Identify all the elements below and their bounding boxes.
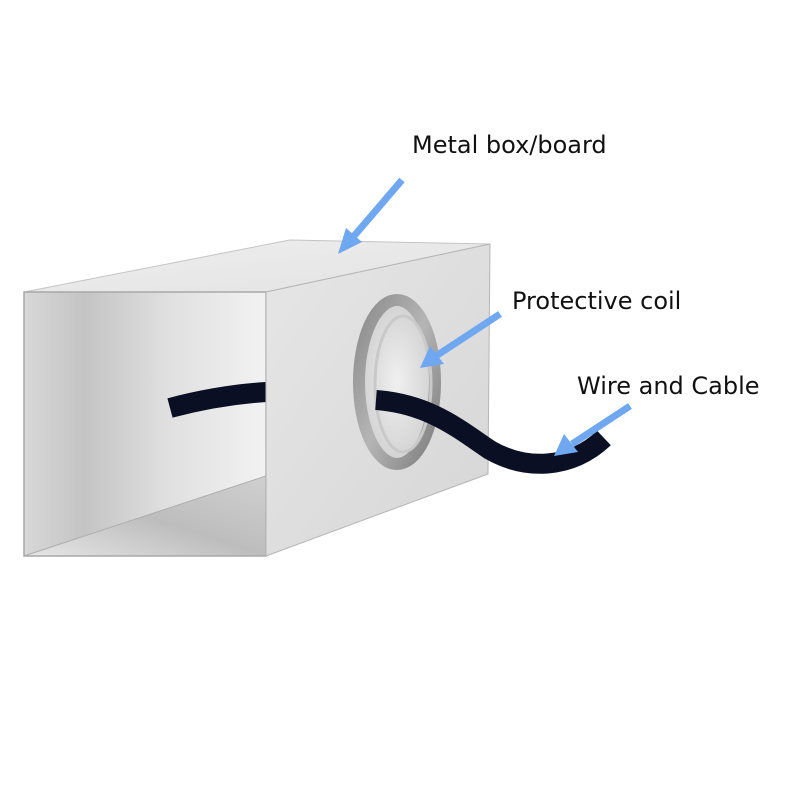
protective-coil-ring <box>353 294 441 470</box>
arrow-wire-cable <box>554 403 632 456</box>
label-protective-coil: Protective coil <box>512 287 682 315</box>
label-metal-box: Metal box/board <box>412 131 607 159</box>
protective-coil-inner-edge <box>373 314 433 454</box>
arrow-protective-coil <box>420 311 502 368</box>
arrow-metal-box <box>338 177 405 254</box>
cable-outside <box>375 390 611 474</box>
cable-inside <box>167 382 267 418</box>
label-wire-cable: Wire and Cable <box>577 372 760 400</box>
